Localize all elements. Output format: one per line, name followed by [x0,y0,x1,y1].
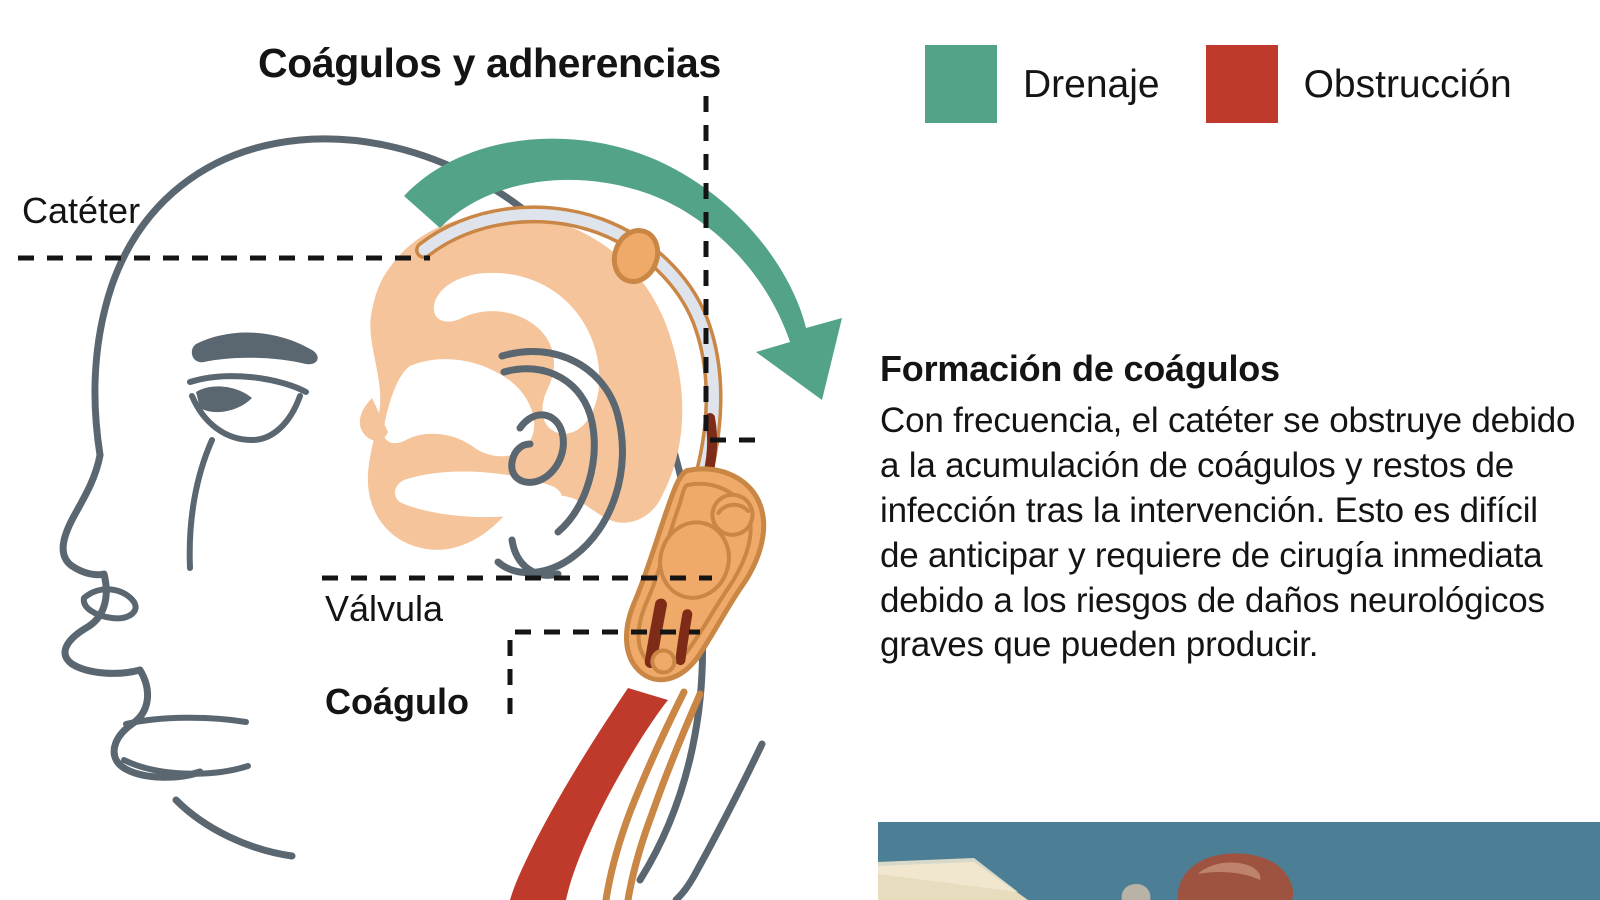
photo-cream-drape-edge [878,858,1018,892]
lower-lip-outline [121,757,251,777]
legend-swatch-drainage [925,45,997,123]
brain-fissure-upper [433,272,600,434]
drainage-arrow [404,138,842,400]
surgery-photo [878,822,1600,900]
neck-contour [672,740,766,900]
legend-label-drainage: Drenaje [1023,62,1160,106]
cheek-line [186,437,215,571]
eye-outline [196,386,252,413]
brain-fissure-lower [383,359,535,457]
photo-small-instrument [1121,884,1151,900]
chin-outline [172,796,296,860]
distal-catheter-tube-outer [602,688,688,900]
mouth-outline [123,714,249,727]
leader-line-clot [507,629,700,714]
ear-lobe [508,536,562,579]
ear-antihelix [508,411,567,486]
upper-eyelid [187,373,309,395]
valve-outlet-port [650,648,677,675]
face-profile-outline [59,451,204,781]
eye-lower-lid [189,393,303,444]
legend-item-drainage: Drenaje [925,45,1206,123]
valve-reservoir-highlight [716,502,751,515]
head-shunt-illustration [18,96,842,900]
callout-label-valve: Válvula [325,588,444,629]
photo-tissue-specimen [1177,853,1294,900]
obstruction-band [510,688,668,900]
brain-notch-left [359,398,388,441]
legend-label-obstruction: Obstrucción [1303,62,1512,106]
page-title: Coágulos y adherencias [258,40,721,86]
burr-hole-grommet [611,228,661,284]
photo-tissue-highlight [1198,862,1261,880]
legend: Drenaje Obstrucción [925,45,1558,123]
callout-label-catheter: Catéter [22,190,141,231]
legend-item-obstruction: Obstrucción [1205,45,1558,123]
explainer-panel: Formación de coágulos Con frecuencia, el… [880,348,1580,668]
leader-line-title [703,96,756,443]
legend-swatch-obstruction [1205,45,1278,123]
nostril-outline [80,586,139,622]
explainer-heading: Formación de coágulos [880,348,1280,389]
distal-catheter-tube-inner [624,690,704,900]
valve-clot-streak-2 [675,609,693,666]
callout-label-clot: Coágulo [325,681,469,722]
ear-helix [500,365,598,536]
eyebrow [191,332,318,365]
explainer-body: Con frecuencia, el catéter se obstruye d… [880,401,1576,665]
